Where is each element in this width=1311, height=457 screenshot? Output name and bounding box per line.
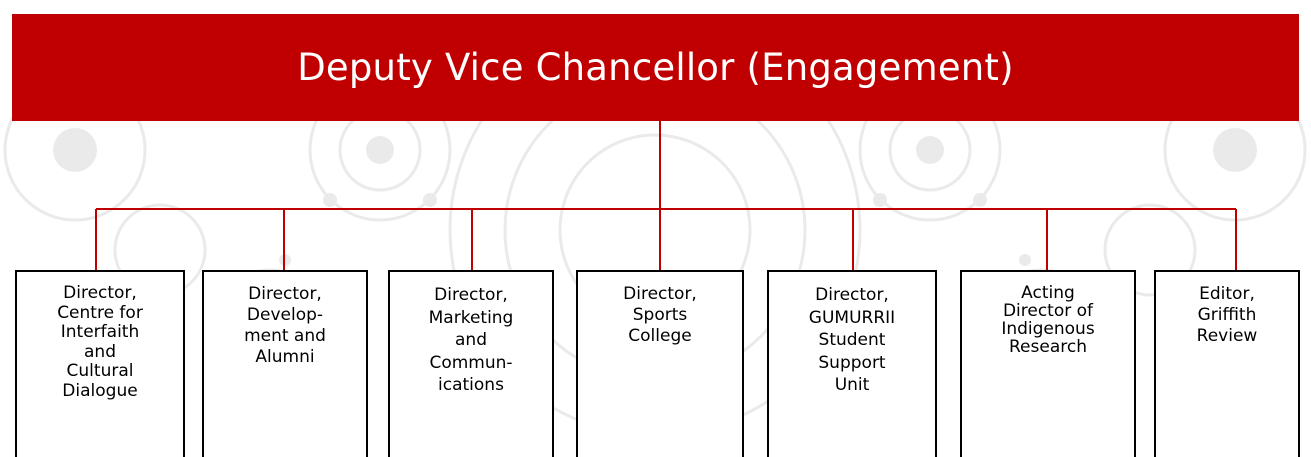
org-node-interfaith: Director, Centre for Interfaith and Cult…	[15, 270, 185, 457]
org-node-griffith-review: Editor, Griffith Review	[1154, 270, 1300, 457]
org-node-label: Director, Marketing and Commun- ications	[428, 285, 514, 395]
org-node-sports-college: Director, Sports College	[576, 270, 744, 457]
org-node-label: Editor, Griffith Review	[1196, 284, 1258, 346]
org-node-gumurrii: Director, GUMURRII Student Support Unit	[767, 270, 937, 457]
header-title: Deputy Vice Chancellor (Engagement)	[297, 46, 1014, 89]
org-node-label: Director, Sports College	[623, 284, 697, 346]
org-node-label: Director, Centre for Interfaith and Cult…	[57, 283, 143, 401]
org-node-development-alumni: Director, Develop- ment and Alumni	[202, 270, 368, 457]
org-node-label: Acting Director of Indigenous Research	[1001, 283, 1095, 357]
org-node-label: Director, GUMURRII Student Support Unit	[808, 285, 896, 395]
org-node-label: Director, Develop- ment and Alumni	[244, 284, 326, 367]
header-box-dvc: Deputy Vice Chancellor (Engagement)	[12, 14, 1299, 121]
org-node-indigenous-research: Acting Director of Indigenous Research	[960, 270, 1136, 457]
org-node-marketing: Director, Marketing and Commun- ications	[388, 270, 554, 457]
